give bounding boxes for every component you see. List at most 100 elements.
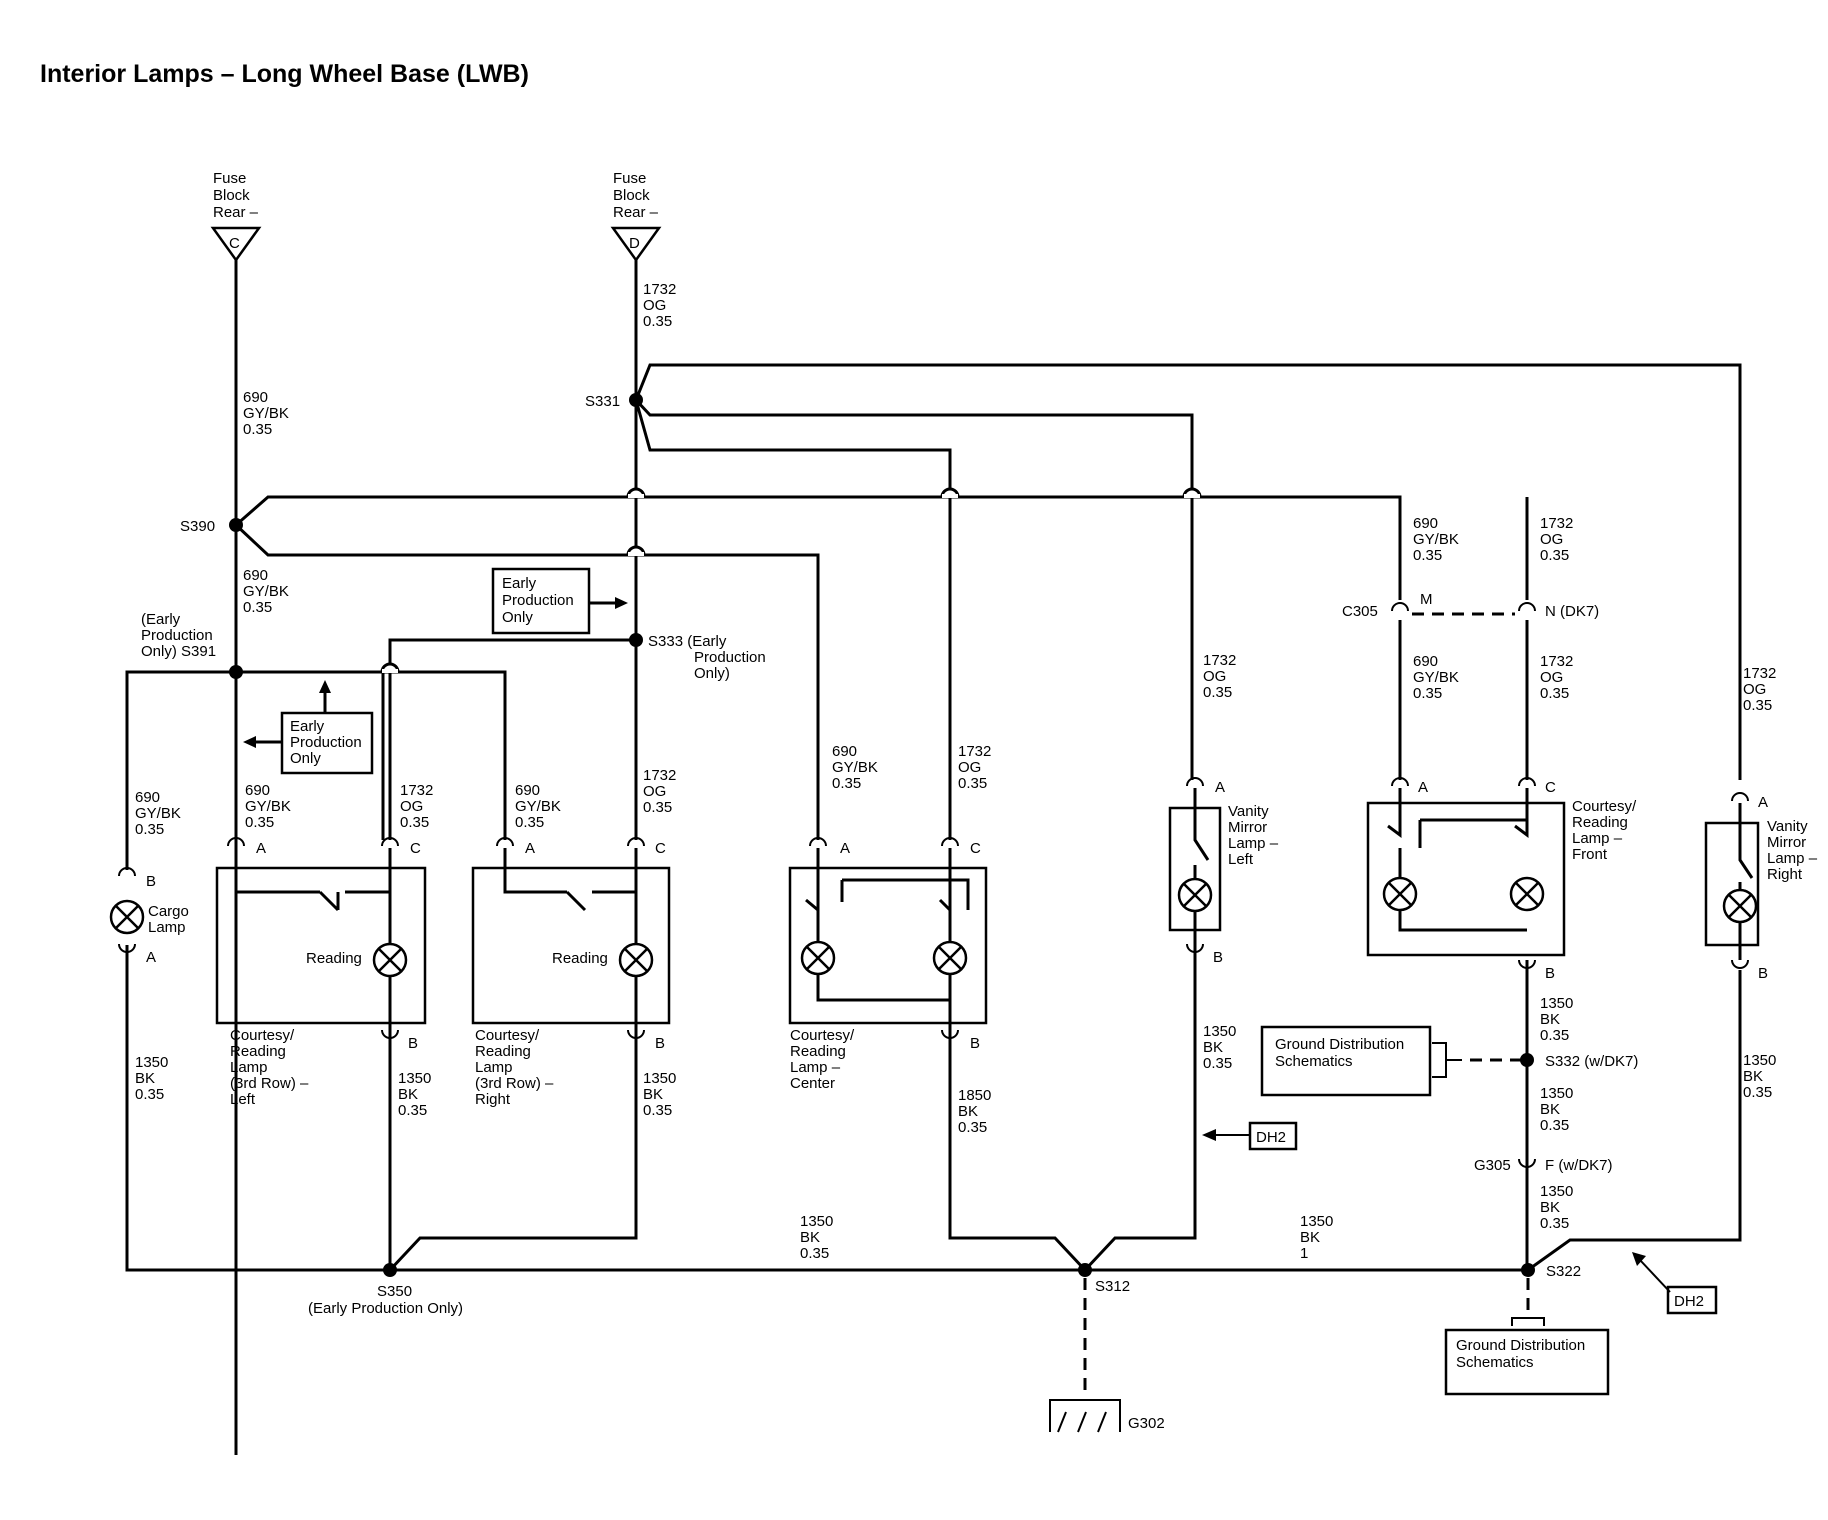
svg-text:BK: BK — [398, 1086, 418, 1103]
svg-text:A: A — [840, 840, 850, 857]
svg-text:GY/BK: GY/BK — [1413, 669, 1459, 686]
splice-points — [229, 393, 1535, 1277]
svg-text:C305: C305 — [1342, 603, 1378, 620]
svg-text:Courtesy/: Courtesy/ — [475, 1027, 540, 1044]
fuse-block-rear-c: Fuse Block Rear – C — [210, 170, 262, 263]
svg-text:Courtesy/: Courtesy/ — [790, 1027, 855, 1044]
svg-text:Vanity: Vanity — [1228, 803, 1269, 820]
svg-text:0.35: 0.35 — [1540, 1215, 1569, 1232]
svg-text:M: M — [1420, 591, 1433, 608]
svg-text:0.35: 0.35 — [135, 1086, 164, 1103]
svg-text:1732: 1732 — [1540, 653, 1573, 670]
svg-text:Fuse: Fuse — [613, 170, 646, 187]
svg-text:Production: Production — [502, 592, 574, 609]
svg-text:A: A — [525, 840, 535, 857]
svg-text:BK: BK — [643, 1086, 663, 1103]
svg-text:A: A — [1215, 779, 1225, 796]
svg-text:0.35: 0.35 — [800, 1245, 829, 1262]
svg-text:BK: BK — [800, 1229, 820, 1246]
svg-text:GY/BK: GY/BK — [1413, 531, 1459, 548]
svg-text:OG: OG — [643, 297, 666, 314]
svg-text:0.35: 0.35 — [1540, 685, 1569, 702]
svg-text:A: A — [1418, 779, 1428, 796]
svg-text:B: B — [1545, 965, 1555, 982]
svg-text:B: B — [146, 873, 156, 890]
svg-text:0.35: 0.35 — [400, 814, 429, 831]
splice-s350: S350 — [377, 1283, 412, 1300]
svg-text:Schematics: Schematics — [1275, 1053, 1353, 1070]
svg-text:1350: 1350 — [1540, 1183, 1573, 1200]
svg-text:0.35: 0.35 — [1540, 1117, 1569, 1134]
svg-text:B: B — [408, 1035, 418, 1052]
svg-text:0.35: 0.35 — [243, 421, 272, 438]
svg-text:Right: Right — [475, 1091, 511, 1108]
svg-text:0.35: 0.35 — [832, 775, 861, 792]
svg-text:0.35: 0.35 — [135, 821, 164, 838]
svg-text:GY/BK: GY/BK — [243, 405, 289, 422]
dh2-reference-left: DH2 — [1202, 1121, 1298, 1151]
svg-text:1732: 1732 — [1203, 652, 1236, 669]
ground-distribution-reference-lower: Ground Distribution Schematics — [1444, 1278, 1610, 1396]
svg-text:0.35: 0.35 — [958, 1119, 987, 1136]
svg-text:1732: 1732 — [400, 782, 433, 799]
ground-g302: G302 — [1049, 1278, 1165, 1433]
svg-text:1732: 1732 — [958, 743, 991, 760]
svg-text:0.35: 0.35 — [1743, 697, 1772, 714]
svg-text:0.35: 0.35 — [1413, 685, 1442, 702]
dh2-reference-right: DH2 — [1632, 1252, 1718, 1315]
svg-text:0.35: 0.35 — [958, 775, 987, 792]
svg-text:OG: OG — [958, 759, 981, 776]
svg-text:Lamp –: Lamp – — [790, 1059, 841, 1076]
svg-text:690: 690 — [135, 789, 160, 806]
svg-text:B: B — [970, 1035, 980, 1052]
svg-text:BK: BK — [1203, 1039, 1223, 1056]
courtesy-reading-lamp-center: A C B Courtesy/ Reading Lamp – Center — [788, 837, 988, 1092]
svg-text:Lamp: Lamp — [475, 1059, 513, 1076]
connector-c305: C305 M N (DK7) — [1342, 591, 1599, 620]
svg-text:C: C — [1545, 779, 1556, 796]
svg-text:0.35: 0.35 — [643, 799, 672, 816]
svg-text:OG: OG — [1540, 531, 1563, 548]
svg-text:Mirror: Mirror — [1228, 819, 1267, 836]
svg-text:Courtesy/: Courtesy/ — [230, 1027, 295, 1044]
svg-text:1: 1 — [1300, 1245, 1308, 1262]
svg-text:0.35: 0.35 — [643, 313, 672, 330]
svg-text:1732: 1732 — [1743, 665, 1776, 682]
svg-text:(3rd Row) –: (3rd Row) – — [230, 1075, 309, 1092]
svg-text:Block: Block — [213, 187, 250, 204]
svg-text:Reading: Reading — [230, 1043, 286, 1060]
svg-text:1350: 1350 — [1743, 1052, 1776, 1069]
cargo-lamp: B A Cargo Lamp — [109, 867, 189, 966]
svg-text:0.35: 0.35 — [1540, 1027, 1569, 1044]
svg-text:690: 690 — [243, 389, 268, 406]
svg-text:Only): Only) — [694, 665, 730, 682]
svg-text:690: 690 — [245, 782, 270, 799]
svg-text:BK: BK — [1743, 1068, 1763, 1085]
svg-text:A: A — [256, 840, 266, 857]
svg-text:F (w/DK7): F (w/DK7) — [1545, 1157, 1613, 1174]
svg-text:BK: BK — [1540, 1199, 1560, 1216]
svg-text:1350: 1350 — [1540, 1085, 1573, 1102]
svg-text:Lamp: Lamp — [148, 919, 186, 936]
page-title: Interior Lamps – Long Wheel Base (LWB) — [40, 60, 529, 88]
svg-text:S333 (Early: S333 (Early — [648, 633, 727, 650]
svg-text:GY/BK: GY/BK — [243, 583, 289, 600]
svg-text:C: C — [229, 235, 240, 252]
svg-text:GY/BK: GY/BK — [832, 759, 878, 776]
vanity-mirror-lamp-right: A B Vanity Mirror Lamp – Right — [1704, 792, 1818, 982]
svg-text:Lamp: Lamp — [230, 1059, 268, 1076]
svg-text:1732: 1732 — [1540, 515, 1573, 532]
svg-text:0.35: 0.35 — [1743, 1084, 1772, 1101]
svg-text:Only: Only — [502, 609, 533, 626]
courtesy-reading-lamp-3rd-row-right: A C Reading B Courtesy/ Reading Lamp (3r… — [471, 837, 671, 1108]
svg-text:690: 690 — [1413, 515, 1438, 532]
svg-text:Vanity: Vanity — [1767, 818, 1808, 835]
svg-text:690: 690 — [243, 567, 268, 584]
svg-text:G302: G302 — [1128, 1415, 1165, 1432]
courtesy-reading-lamp-3rd-row-left: A C Reading B Courtesy/ Reading Lamp (3r… — [215, 837, 427, 1108]
svg-text:OG: OG — [1540, 669, 1563, 686]
svg-text:0.35: 0.35 — [398, 1102, 427, 1119]
svg-text:(3rd Row) –: (3rd Row) – — [475, 1075, 554, 1092]
svg-text:BK: BK — [958, 1103, 978, 1120]
svg-text:Reading: Reading — [306, 950, 362, 967]
